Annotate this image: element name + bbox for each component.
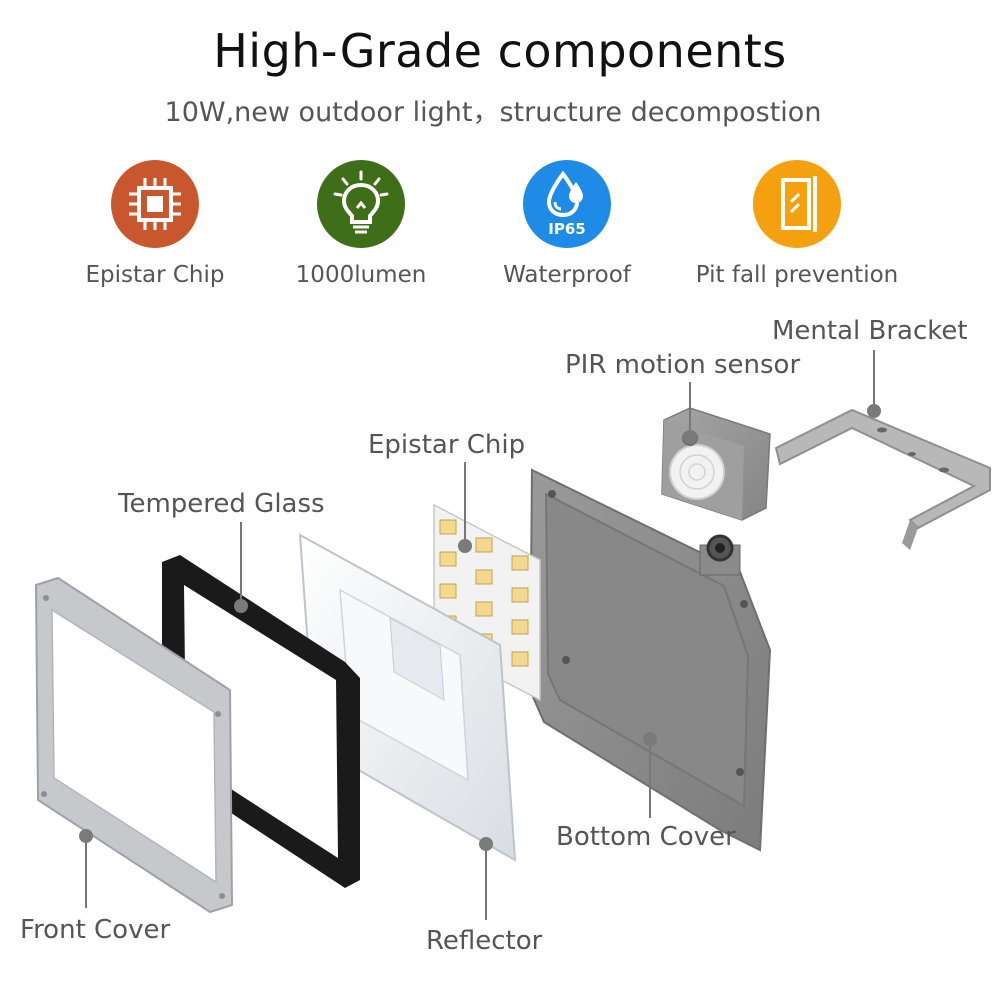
bottom-cover (528, 468, 772, 852)
chip-icon (111, 160, 199, 248)
page-subtitle: 10W,new outdoor light，structure decompos… (164, 97, 822, 128)
tempered-glass (162, 555, 360, 888)
feature-label: Epistar Chip (85, 262, 225, 288)
feature-label: Waterproof (503, 262, 631, 288)
label-reflector: Reflector (426, 926, 543, 956)
feature-label: Pit fall prevention (695, 262, 899, 288)
feature-lumen: 1000lumen (246, 160, 476, 288)
label-front-cover: Front Cover (20, 915, 171, 945)
front-cover (34, 576, 234, 914)
ip-badge: IP65 (548, 220, 586, 238)
feature-label: 1000lumen (295, 262, 427, 288)
label-epistar-chip: Epistar Chip (368, 430, 526, 460)
door-icon (753, 160, 841, 248)
feature-epistar-chip: Epistar Chip (40, 160, 270, 288)
feature-pit-fall: Pit fall prevention (682, 160, 912, 288)
feature-waterproof: IP65 Waterproof (452, 160, 682, 288)
bulb-icon (317, 160, 405, 248)
water-drop-icon: IP65 (523, 160, 611, 248)
metal-bracket (774, 408, 991, 550)
label-bottom-cover: Bottom Cover (556, 822, 736, 852)
pir-sensor (661, 407, 771, 521)
label-pir-sensor: PIR motion sensor (565, 350, 801, 380)
label-mental-bracket: Mental Bracket (772, 316, 968, 346)
page-title: High-Grade components (213, 24, 787, 78)
label-tempered-glass: Tempered Glass (118, 489, 325, 519)
